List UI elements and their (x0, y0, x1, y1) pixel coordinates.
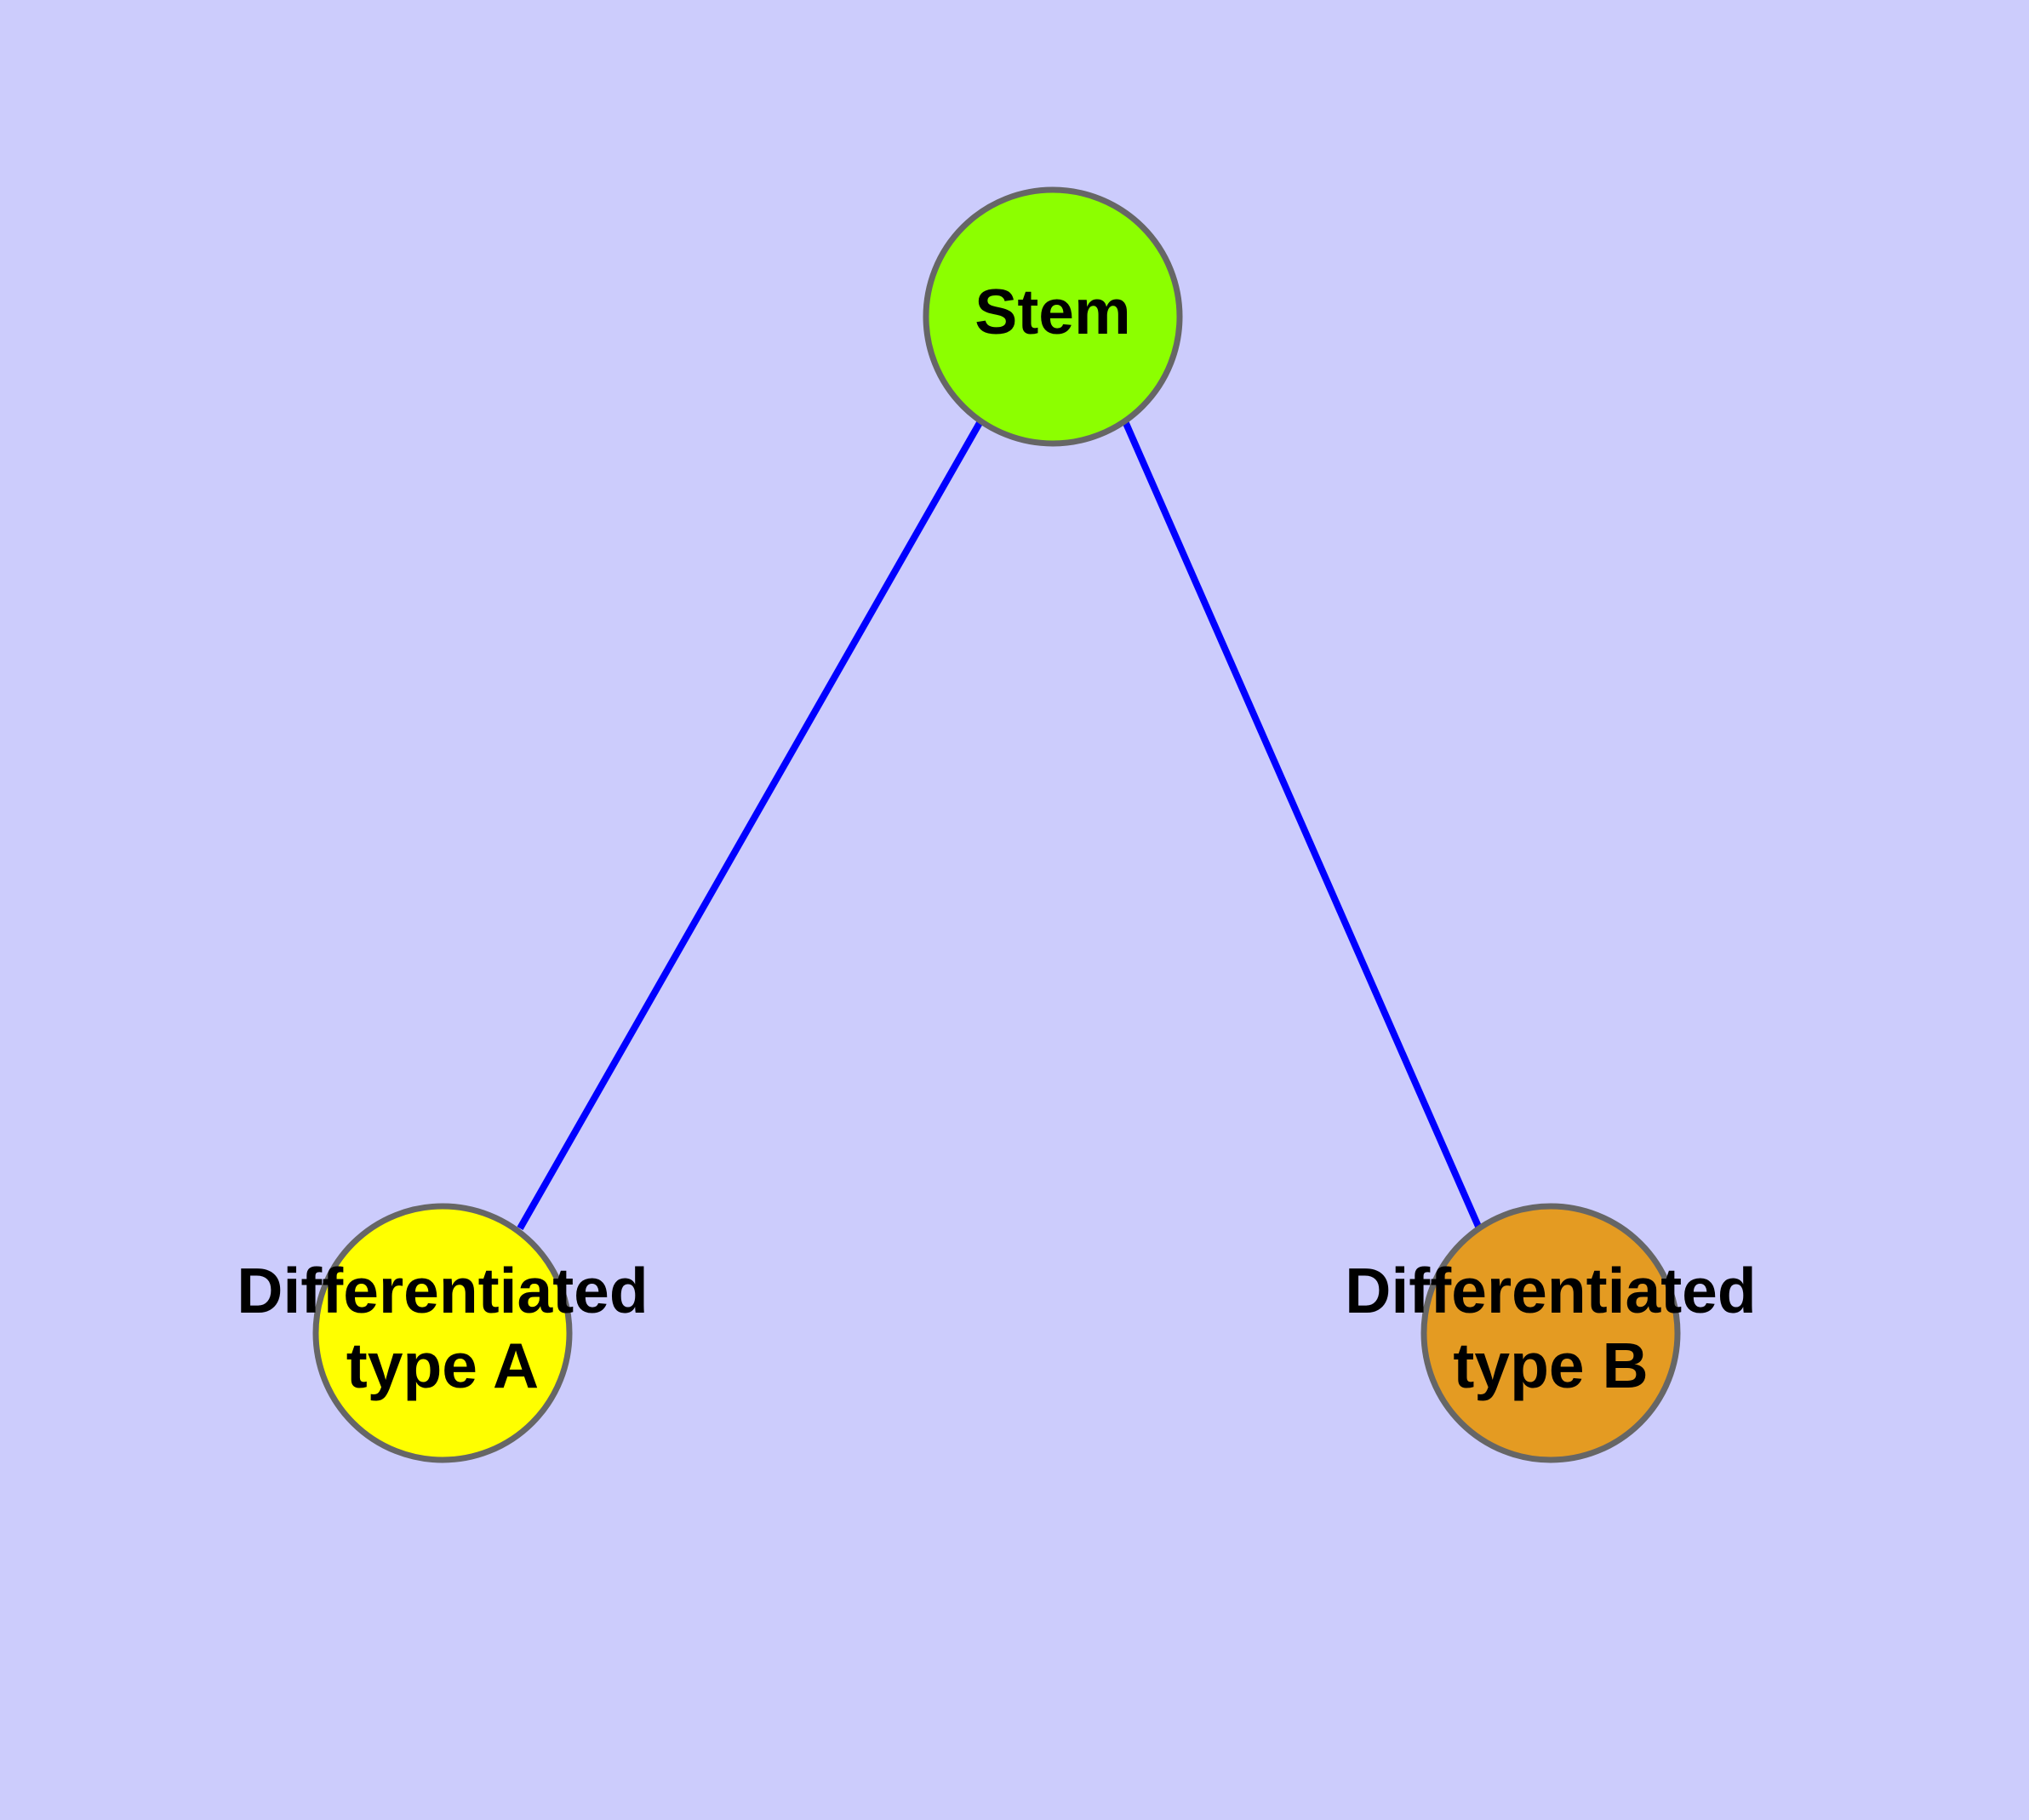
node-diff-b[interactable] (1420, 1203, 1681, 1463)
edge-layer (517, 420, 1483, 1230)
node-label-line: type A (346, 1330, 539, 1401)
node-label-line: Stem (974, 276, 1130, 347)
edge-stem-to-diff-a[interactable] (517, 420, 984, 1230)
node-diff-a[interactable] (312, 1203, 573, 1463)
node-label-line: Differentiated (1345, 1255, 1756, 1326)
edge-stem-to-diff-b[interactable] (1122, 420, 1483, 1230)
node-label-line: Differentiated (237, 1255, 648, 1326)
node-stem-label: Stem (974, 276, 1130, 347)
node-diff-a-circle[interactable] (312, 1203, 573, 1463)
node-stem-circle[interactable] (923, 186, 1183, 447)
node-label-line: type B (1453, 1330, 1648, 1401)
node-stem[interactable] (923, 186, 1183, 447)
node-layer (312, 186, 1681, 1463)
node-diff-b-circle[interactable] (1420, 1203, 1681, 1463)
